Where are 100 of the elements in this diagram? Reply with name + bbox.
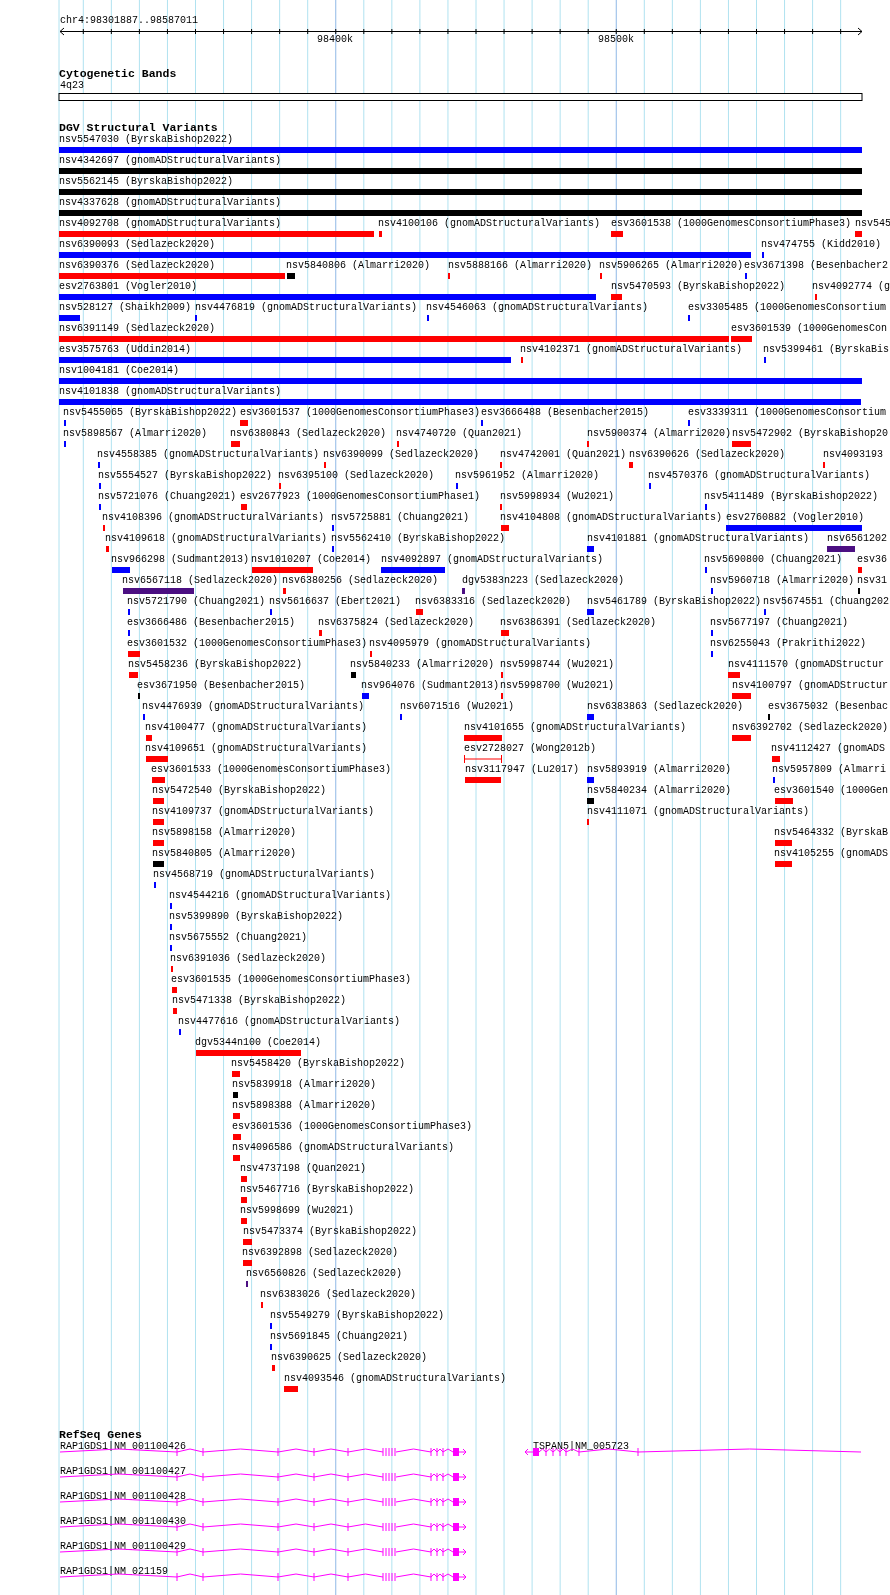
- variant-label: nsv5399461 (ByrskaBis: [763, 344, 890, 356]
- region-coordinates: chr4:98301887..98587011: [60, 15, 199, 27]
- variant-label: nsv4737198 (Quan2021): [240, 1163, 367, 1175]
- variant-label: nsv4101881 (gnomADStructuralVariants): [587, 533, 810, 545]
- variant-label: nsv4109651 (gnomADStructuralVariants): [145, 743, 368, 755]
- variant-label: nsv4112427 (gnomADS: [771, 743, 886, 755]
- variant-label: nsv5458236 (ByrskaBishop2022): [128, 659, 303, 671]
- variant-label: esv3601539 (1000GenomesCon: [731, 323, 888, 335]
- variant-label: nsv5554527 (ByrskaBishop2022): [98, 470, 273, 482]
- variant-label: nsv4100477 (gnomADStructuralVariants): [145, 722, 368, 734]
- variant-label: nsv6390376 (Sedlazeck2020): [59, 260, 216, 272]
- variant-label: nsv4100106 (gnomADStructuralVariants): [378, 218, 601, 230]
- variant-label: nsv5998699 (Wu2021): [240, 1205, 355, 1217]
- variant-label: nsv6391149 (Sedlazeck2020): [59, 323, 216, 335]
- variant-label: nsv6390093 (Sedlazeck2020): [59, 239, 216, 251]
- variant-label: nsv5471338 (ByrskaBishop2022): [172, 995, 347, 1007]
- variant-label: nsv5472540 (ByrskaBishop2022): [152, 785, 327, 797]
- variant-label: nsv5840233 (Almarri2020): [350, 659, 495, 671]
- variant-label: esv3601536 (1000GenomesConsortiumPhase3): [232, 1121, 473, 1133]
- variant-label: nsv3117947 (Lu2017): [465, 764, 580, 776]
- variant-label: nsv6395100 (Sedlazeck2020): [278, 470, 435, 482]
- variant-label: nsv4109618 (gnomADStructuralVariants): [105, 533, 328, 545]
- variant-label: nsv5691845 (Chuang2021): [270, 1331, 409, 1343]
- variant-label: nsv4544216 (gnomADStructuralVariants): [169, 890, 392, 902]
- variant-label: nsv4337628 (gnomADStructuralVariants): [59, 197, 282, 209]
- variant-label: nsv4476939 (gnomADStructuralVariants): [142, 701, 365, 713]
- variant-label: nsv5888166 (Almarri2020): [448, 260, 593, 272]
- variant-label: nsv5677197 (Chuang2021): [710, 617, 849, 629]
- variant-label: nsv6391036 (Sedlazeck2020): [170, 953, 327, 965]
- variant-label: nsv31: [857, 575, 887, 587]
- variant-label: esv2728027 (Wong2012b): [464, 743, 597, 755]
- variant-label: nsv5473374 (ByrskaBishop2022): [243, 1226, 418, 1238]
- axis-tick-label: 98400k: [317, 34, 353, 46]
- variant-label: nsv5998700 (Wu2021): [500, 680, 615, 692]
- variant-label: nsv4096586 (gnomADStructuralVariants): [232, 1142, 455, 1154]
- variant-label: nsv4476819 (gnomADStructuralVariants): [195, 302, 418, 314]
- variant-label: nsv5411489 (ByrskaBishop2022): [704, 491, 879, 503]
- track-title: DGV Structural Variants: [59, 121, 218, 134]
- axis-tick-label: 98500k: [598, 34, 634, 46]
- variant-label: esv3601538 (1000GenomesConsortiumPhase3): [611, 218, 852, 230]
- variant-label: nsv6383026 (Sedlazeck2020): [260, 1289, 417, 1301]
- variant-label: nsv4570376 (gnomADStructuralVariants): [648, 470, 871, 482]
- gene-label: TSPAN5|NM_005723: [533, 1441, 629, 1453]
- gene-label: RAP1GDS1|NM_001100429: [60, 1541, 187, 1553]
- variant-label: nsv5998744 (Wu2021): [500, 659, 615, 671]
- variant-label: nsv4095979 (gnomADStructuralVariants): [369, 638, 592, 650]
- variant-label: nsv1004181 (Coe2014): [59, 365, 180, 377]
- variant-label: nsv6390625 (Sedlazeck2020): [271, 1352, 428, 1364]
- variant-label: nsv6390099 (Sedlazeck2020): [323, 449, 480, 461]
- variant-label: nsv4093193: [823, 449, 883, 461]
- variant-label: esv36: [857, 554, 887, 566]
- variant-label: esv3601533 (1000GenomesConsortiumPhase3): [151, 764, 392, 776]
- variant-label: nsv545: [855, 218, 890, 230]
- variant-label: nsv6561202: [827, 533, 887, 545]
- variant-label: esv3666486 (Besenbacher2015): [127, 617, 296, 629]
- variant-label: nsv5721076 (Chuang2021): [98, 491, 237, 503]
- variant-label: nsv6560826 (Sedlazeck2020): [246, 1268, 403, 1280]
- variant-label: nsv6255043 (Prakrithi2022): [710, 638, 867, 650]
- variant-label: nsv6380256 (Sedlazeck2020): [282, 575, 439, 587]
- variant-label: esv3601537 (1000GenomesConsortiumPhase3): [240, 407, 481, 419]
- variant-label: nsv5549279 (ByrskaBishop2022): [270, 1310, 445, 1322]
- variant-label: nsv6380843 (Sedlazeck2020): [230, 428, 387, 440]
- variant-label: nsv5900374 (Almarri2020): [587, 428, 732, 440]
- track-title: Cytogenetic Bands: [59, 67, 177, 81]
- variant-label: nsv4104808 (gnomADStructuralVariants): [500, 512, 723, 524]
- variant-label: nsv5461789 (ByrskaBishop2022): [587, 596, 762, 608]
- variant-label: esv3575763 (Uddin2014): [59, 344, 192, 356]
- variant-label: nsv964076 (Sudmant2013): [361, 680, 500, 692]
- gene-label: RAP1GDS1|NM_001100426: [60, 1441, 187, 1453]
- variant-label: nsv4105255 (gnomADS: [774, 848, 889, 860]
- variant-label: nsv966298 (Sudmant2013): [111, 554, 250, 566]
- variant-label: nsv6383863 (Sedlazeck2020): [587, 701, 744, 713]
- variant-label: nsv5455065 (ByrskaBishop2022): [63, 407, 238, 419]
- variant-label: nsv6567118 (Sedlazeck2020): [122, 575, 279, 587]
- variant-label: nsv6383316 (Sedlazeck2020): [415, 596, 572, 608]
- variant-label: nsv4092774 (g: [812, 281, 890, 293]
- variant-label: nsv6375824 (Sedlazeck2020): [318, 617, 475, 629]
- variant-label: nsv5721790 (Chuang2021): [127, 596, 266, 608]
- variant-label: nsv6392702 (Sedlazeck2020): [732, 722, 889, 734]
- variant-label: nsv4111071 (gnomADStructuralVariants): [587, 806, 810, 818]
- variant-label: nsv1010207 (Coe2014): [251, 554, 372, 566]
- variant-label: esv3305485 (1000GenomesConsortium: [688, 302, 887, 314]
- variant-label: nsv4101838 (gnomADStructuralVariants): [59, 386, 282, 398]
- variant-label: nsv4558385 (gnomADStructuralVariants): [97, 449, 320, 461]
- variant-label: nsv5562410 (ByrskaBishop2022): [331, 533, 506, 545]
- variant-label: dgv5344n100 (Coe2014): [195, 1037, 322, 1049]
- variant-label: nsv528127 (Shaikh2009): [59, 302, 192, 314]
- variant-label: nsv4342697 (gnomADStructuralVariants): [59, 155, 282, 167]
- variant-label: nsv5960718 (Almarri2020): [710, 575, 855, 587]
- variant-label: nsv474755 (Kidd2010): [761, 239, 882, 251]
- variant-label: nsv5464332 (ByrskaB: [774, 827, 889, 839]
- variant-label: nsv5961952 (Almarri2020): [455, 470, 600, 482]
- variant-label: nsv5616637 (Ebert2021): [269, 596, 402, 608]
- gene-label: RAP1GDS1|NM_001100428: [60, 1491, 187, 1503]
- track-title: RefSeq Genes: [59, 1428, 142, 1441]
- variant-label: nsv5562145 (ByrskaBishop2022): [59, 176, 234, 188]
- variant-label: nsv6386391 (Sedlazeck2020): [500, 617, 657, 629]
- variant-label: nsv5690800 (Chuang2021): [704, 554, 843, 566]
- variant-label: nsv4092708 (gnomADStructuralVariants): [59, 218, 282, 230]
- variant-label: esv2677923 (1000GenomesConsortiumPhase1): [240, 491, 481, 503]
